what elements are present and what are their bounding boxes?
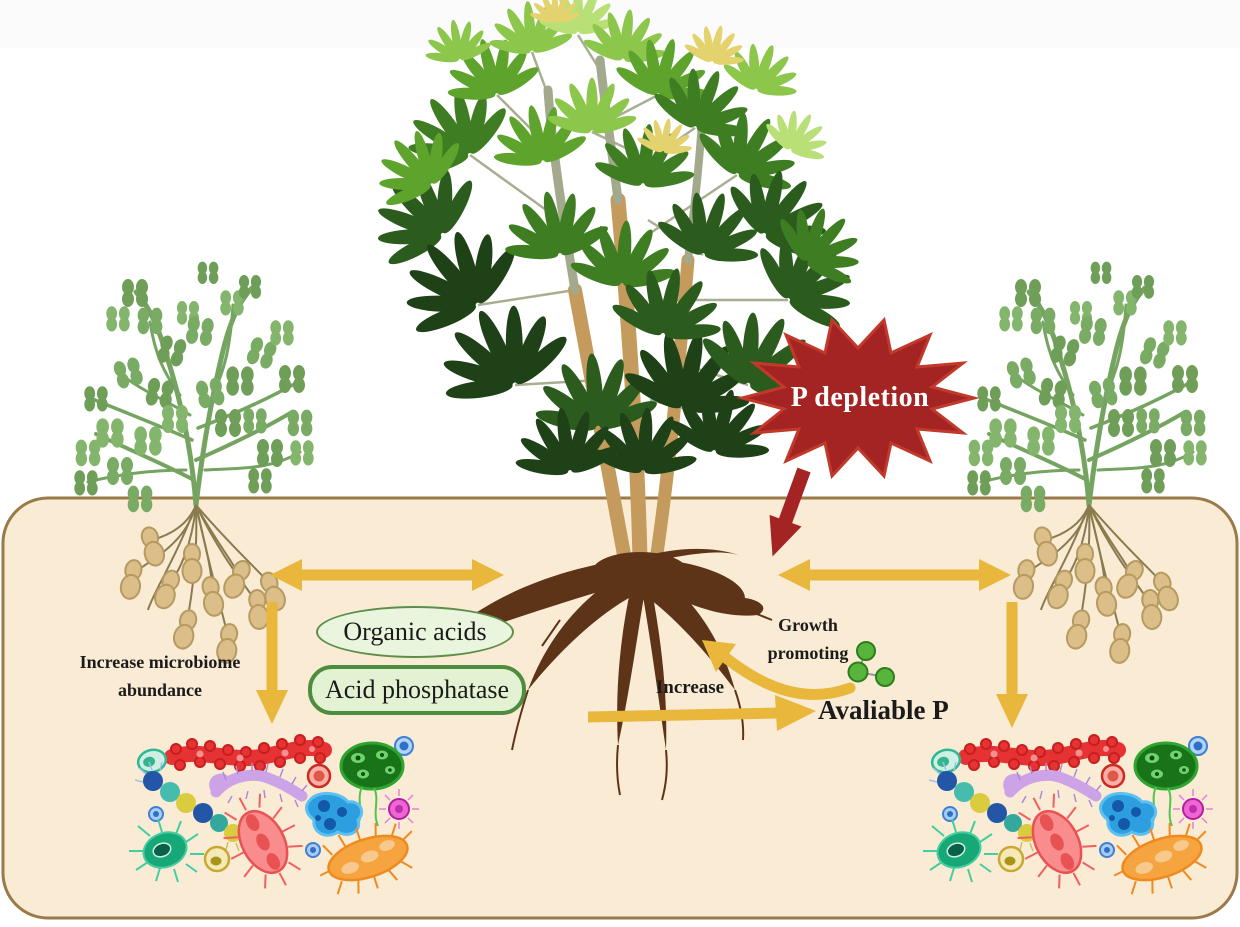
growth-promoting-line1: Growth — [778, 615, 838, 635]
arrows — [256, 559, 1028, 731]
growth-promoting-label: Growth promoting — [740, 611, 876, 667]
increase-microbiome-line2: abundance — [117, 680, 203, 700]
increase-microbiome-line1: Increase microbiome — [79, 652, 241, 672]
available-p-label: Avaliable P — [818, 695, 949, 725]
p-depletion-label: P depletion — [790, 382, 930, 413]
p-depletion-burst-icon — [736, 316, 980, 480]
increase-arrow-icon — [588, 695, 816, 731]
increase-label: Increase — [655, 677, 725, 698]
down-arrow-left — [256, 602, 288, 724]
molecule-icon — [847, 641, 895, 687]
down-arrow-right — [996, 602, 1028, 728]
acid-phosphatase-label: Acid phosphatase — [308, 665, 526, 715]
increase-microbiome-label: Increase microbiome abundance — [46, 648, 274, 704]
growth-promoting-arrow-icon — [702, 640, 856, 700]
growth-promoting-line2: promoting — [767, 643, 849, 663]
organic-acids-label: Organic acids — [316, 606, 514, 658]
exchange-arrow-right — [778, 559, 1011, 591]
depletion-arrow-icon — [769, 467, 811, 557]
exchange-arrow-left — [270, 559, 504, 591]
